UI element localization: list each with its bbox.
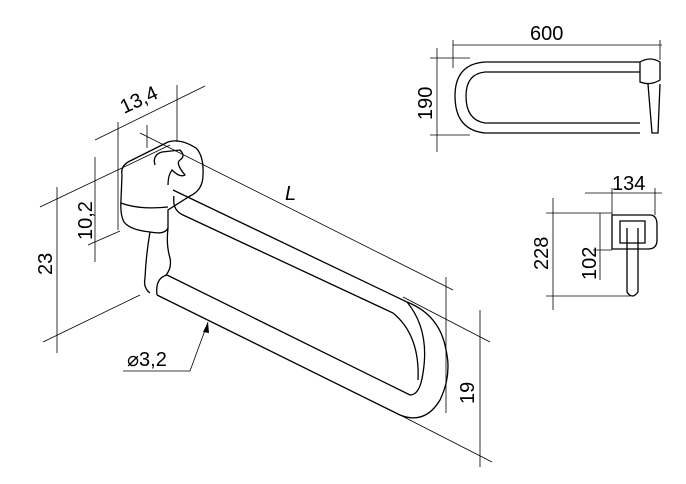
wall-bracket [120, 140, 204, 234]
side-view-plate-label: 102 [579, 247, 601, 280]
side-view-height-label: 228 [531, 237, 553, 270]
top-view-bar [454, 61, 640, 134]
isometric-view: 13,4 10,2 23 L ⌀3,2 19 [35, 82, 493, 467]
upper-tube [166, 189, 426, 396]
side-view-width-label: 134 [612, 173, 645, 195]
bracket-seam [120, 202, 169, 209]
top-view-height-label: 190 [415, 87, 437, 120]
dim-13-4-label: 13,4 [117, 82, 162, 118]
top-view-plate [639, 58, 661, 134]
dim-diameter-label: ⌀3,2 [127, 349, 167, 371]
bracket-cap-slot [153, 149, 186, 186]
dim-10-2-label: 10,2 [75, 201, 97, 240]
dim-19-label: 19 [457, 382, 479, 404]
bracket-arm [143, 227, 172, 294]
side-view-tube [626, 228, 639, 297]
side-view-plate [611, 214, 658, 250]
dim-L-label: L [285, 183, 296, 205]
top-view: 600 190 [415, 23, 662, 152]
lower-tube [156, 274, 449, 419]
side-view: 134 228 102 [531, 173, 662, 310]
top-view-width-label: 600 [530, 23, 563, 45]
dim-23-label: 23 [35, 253, 57, 275]
